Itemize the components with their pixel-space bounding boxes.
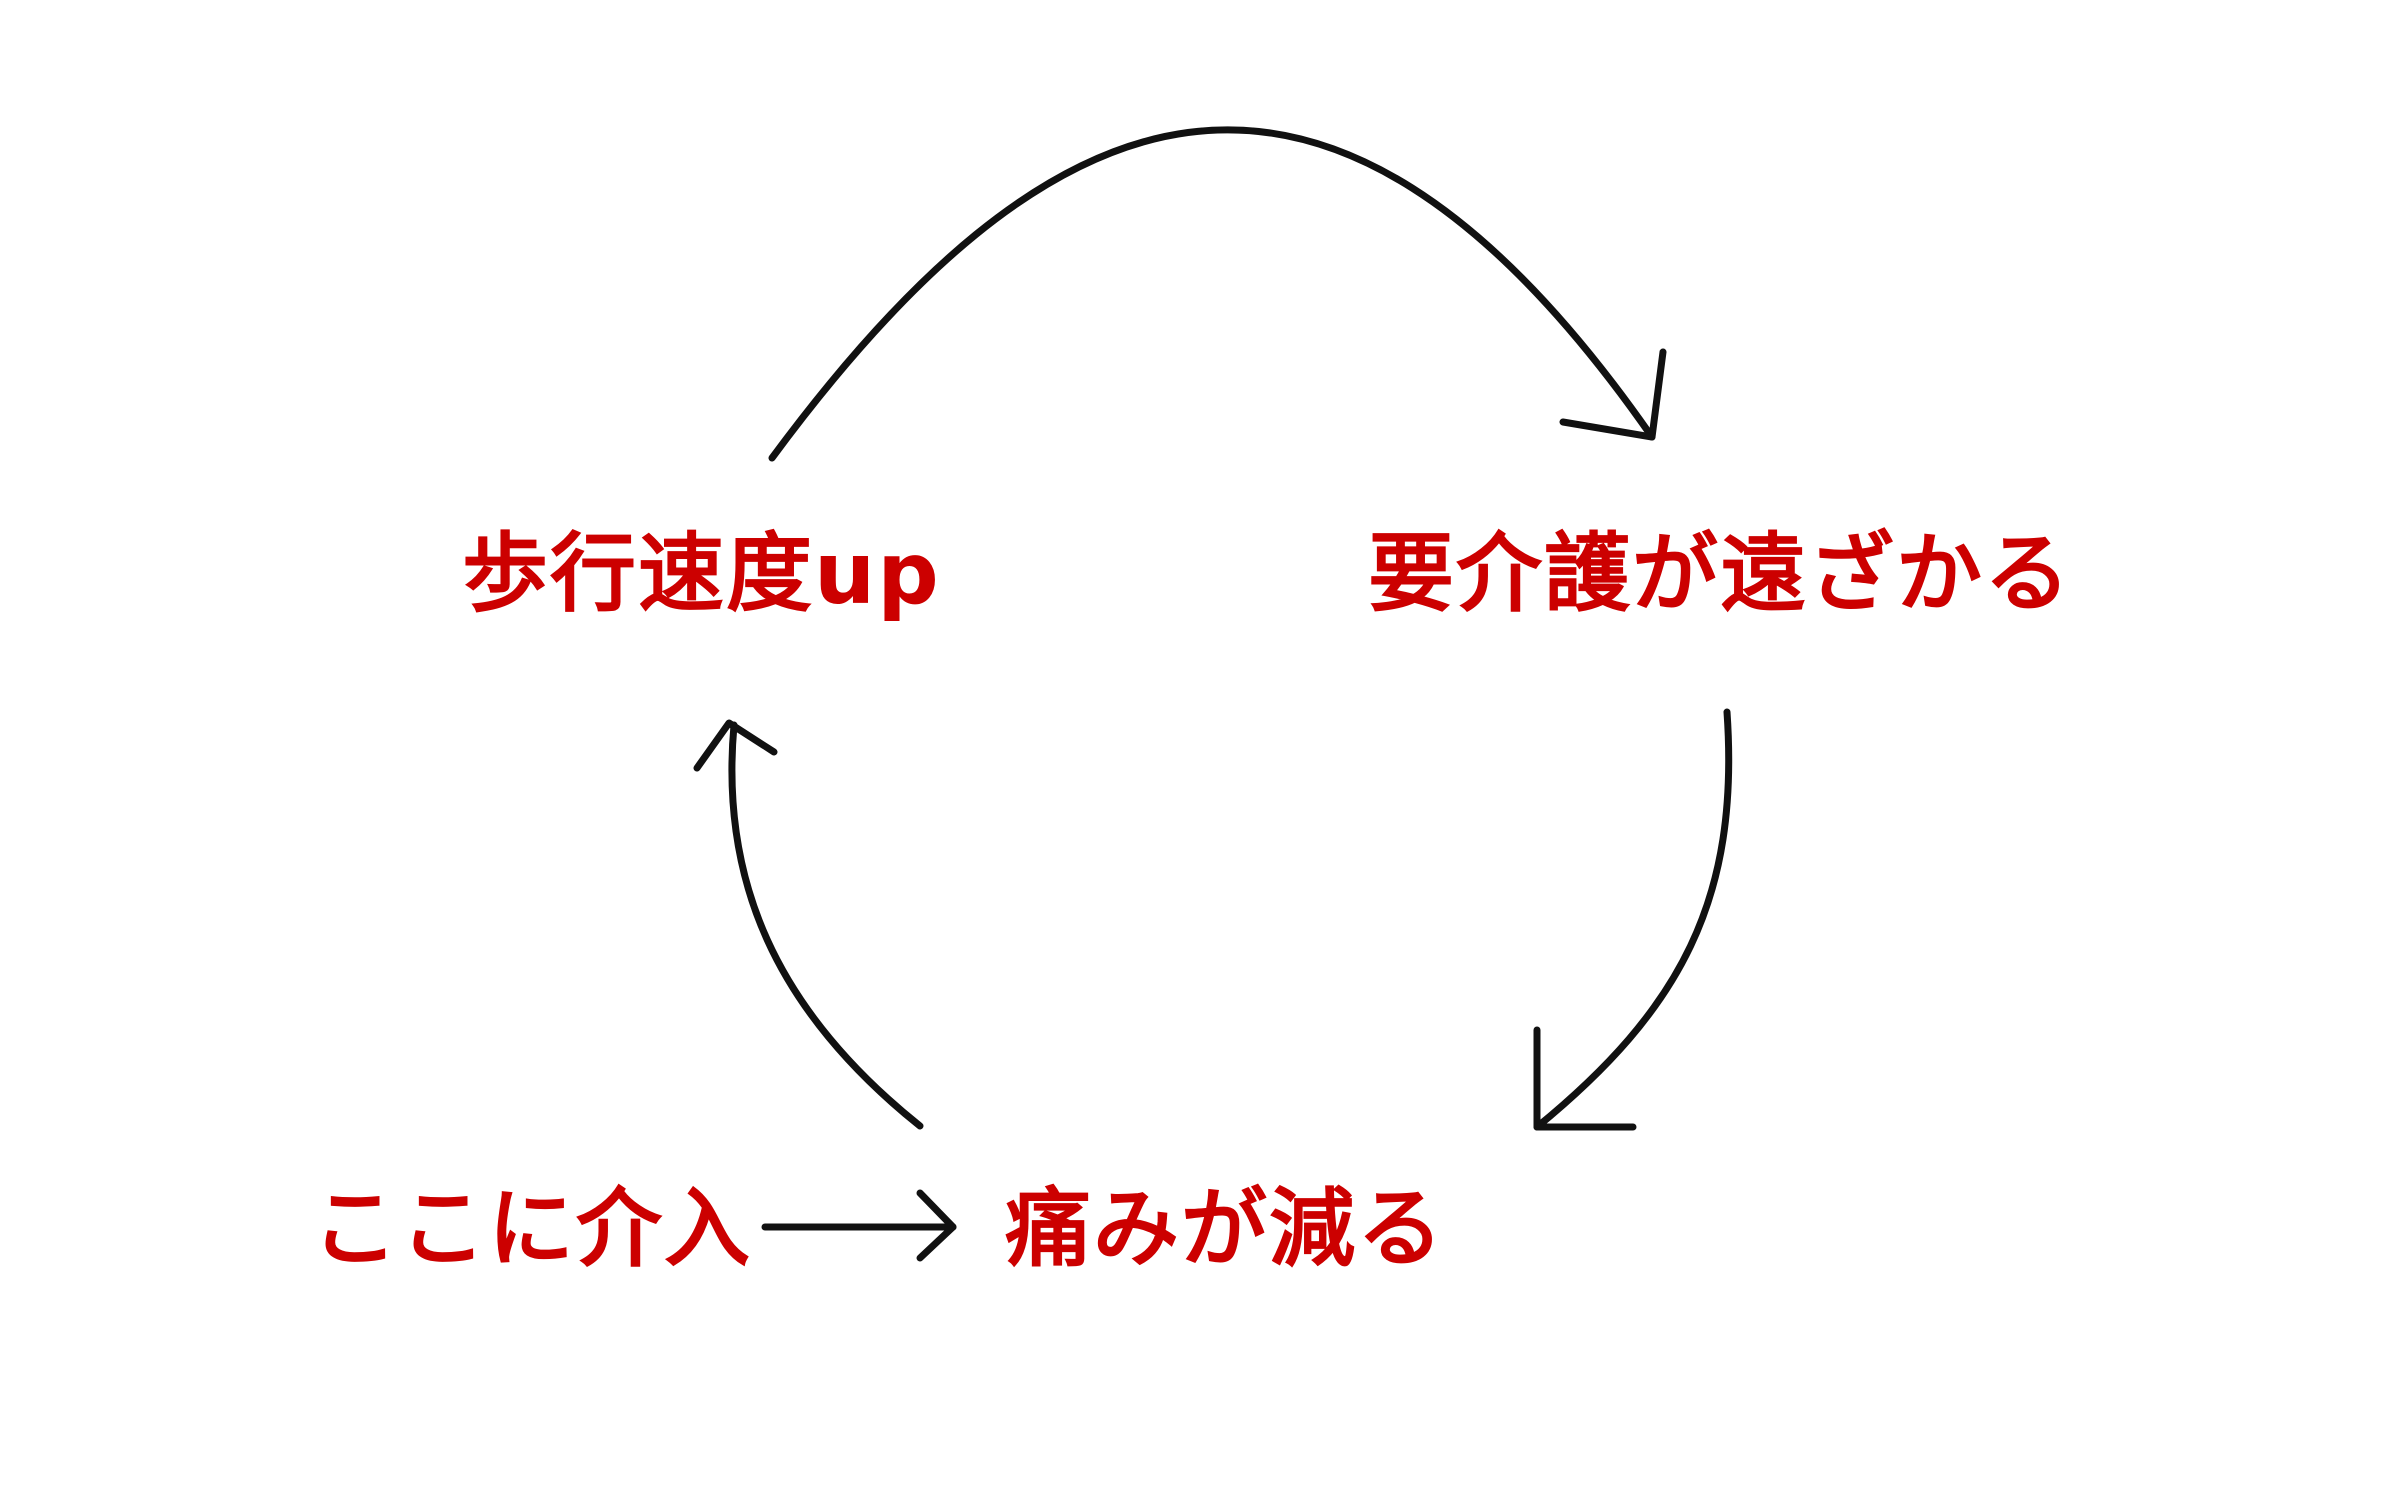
arrowhead-intervene-to-pain xyxy=(916,1189,957,1262)
arrowhead-speed-to-care xyxy=(1559,348,1667,441)
arrowhead-care-to-pain xyxy=(1533,1026,1637,1131)
label-walking-speed-up: 歩行速度up xyxy=(462,524,941,624)
arrow-care-to-pain xyxy=(1533,708,1733,1131)
arrowhead-pain-to-speed xyxy=(693,719,778,772)
label-intervene-here: ここに介入 xyxy=(312,1179,752,1279)
label-care-away: 要介護が遠ざかる xyxy=(1368,524,2072,624)
label-pain-reduced: 痛みが減る xyxy=(1005,1179,1445,1279)
arrow-pain-to-speed xyxy=(728,721,924,1130)
arrow-speed-to-care xyxy=(768,126,1656,462)
